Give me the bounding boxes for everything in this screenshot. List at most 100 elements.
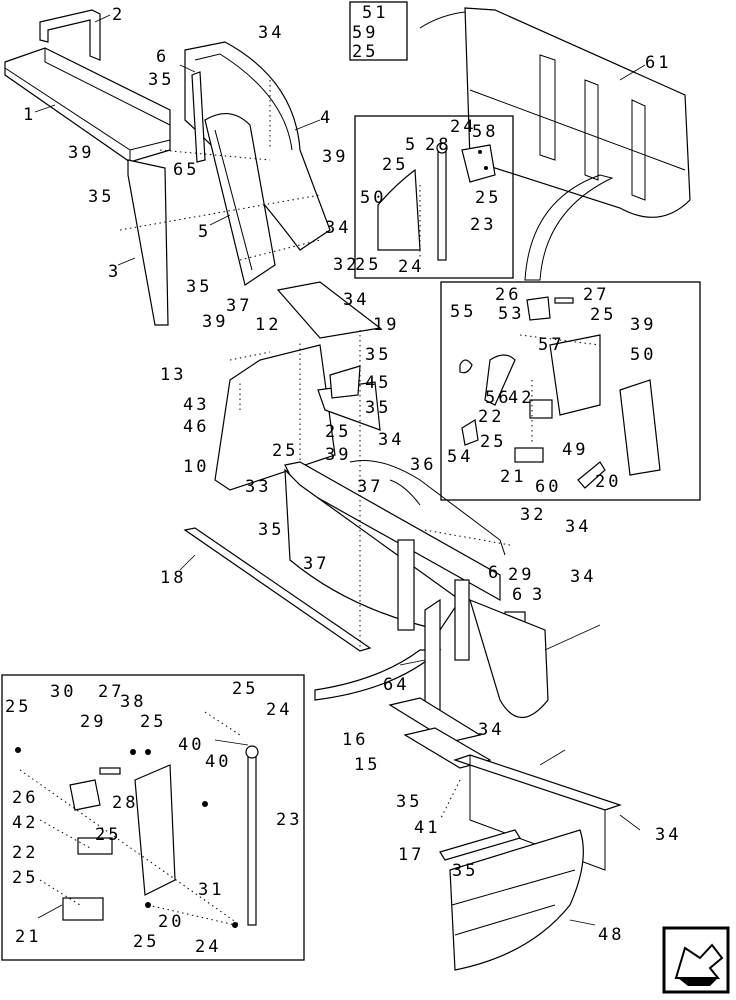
callout-34: 34 <box>258 23 284 43</box>
callout-25l: 25 <box>95 825 121 845</box>
callout-51: 51 <box>362 3 388 23</box>
callout-22b: 22 <box>12 843 38 863</box>
callout-59: 59 <box>352 23 378 43</box>
callout-12: 12 <box>255 315 281 335</box>
callout-25i: 25 <box>232 679 258 699</box>
callout-21b: 21 <box>15 927 41 947</box>
callout-15: 15 <box>354 755 380 775</box>
part-10-mount-plate <box>214 281 382 491</box>
callout-37c: 37 <box>303 554 329 574</box>
callout-6c: 6 <box>512 585 525 605</box>
callout-39e: 39 <box>630 315 656 335</box>
inset-box-cylinder <box>354 115 514 279</box>
part-17-bar <box>439 829 521 861</box>
callout-23b: 23 <box>276 810 302 830</box>
part-3-side-panel <box>127 159 169 326</box>
callout-54: 54 <box>447 447 473 467</box>
callout-39: 39 <box>68 143 94 163</box>
part-5-plate <box>204 113 276 286</box>
callout-19: 19 <box>373 315 399 335</box>
part-18-long-bar <box>183 527 372 652</box>
callout-50: 50 <box>360 188 386 208</box>
callout-37: 37 <box>226 296 252 316</box>
callout-24c: 24 <box>266 700 292 720</box>
callout-45: 45 <box>365 373 391 393</box>
part-1-shield-panel <box>4 47 171 163</box>
callout-43: 43 <box>183 395 209 415</box>
callout-25c: 25 <box>352 42 378 62</box>
callout-13: 13 <box>160 365 186 385</box>
callout-22: 22 <box>478 407 504 427</box>
callout-56: 56 <box>485 388 511 408</box>
inset-box-latch <box>440 281 701 501</box>
callout-37b: 37 <box>357 477 383 497</box>
callout-17: 17 <box>398 845 424 865</box>
callout-65: 65 <box>173 160 199 180</box>
callout-41: 41 <box>414 818 440 838</box>
callout-39c: 39 <box>202 312 228 332</box>
part-65-strip <box>191 71 206 163</box>
callout-25b: 25 <box>272 441 298 461</box>
inset-detail-parts <box>15 745 259 928</box>
callout-34f: 34 <box>570 567 596 587</box>
callout-27: 27 <box>583 285 609 305</box>
callout-32b: 32 <box>520 505 546 525</box>
callout-40b: 40 <box>205 752 231 772</box>
callout-10: 10 <box>183 457 209 477</box>
callout-25g: 25 <box>590 305 616 325</box>
callout-28: 28 <box>425 135 451 155</box>
callout-25n: 25 <box>133 932 159 952</box>
inset-latch-parts <box>459 296 661 489</box>
callout-5: 5 <box>198 222 211 242</box>
callout-32: 32 <box>333 255 359 275</box>
callout-1: 1 <box>23 105 36 125</box>
callout-27b: 27 <box>98 682 124 702</box>
callout-46: 46 <box>183 417 209 437</box>
leader-lines <box>34 14 646 926</box>
callout-25: 25 <box>325 422 351 442</box>
callout-34h: 34 <box>655 825 681 845</box>
callout-35c: 35 <box>186 277 212 297</box>
callout-25d: 25 <box>382 155 408 175</box>
part-64-curved-strip <box>314 598 442 721</box>
next-page-arrow-icon[interactable] <box>662 926 730 994</box>
callout-34b: 34 <box>325 218 351 238</box>
callout-29b: 29 <box>80 712 106 732</box>
callout-39b: 39 <box>322 147 348 167</box>
callout-25k: 25 <box>140 712 166 732</box>
callout-64: 64 <box>383 675 409 695</box>
callout-6: 6 <box>156 47 169 67</box>
inset-cylinder-parts <box>377 142 496 261</box>
callout-18: 18 <box>160 568 186 588</box>
part-2-bracket <box>39 9 101 61</box>
callout-34d: 34 <box>378 430 404 450</box>
callout-2: 2 <box>112 5 125 25</box>
callout-61: 61 <box>645 53 671 73</box>
inset-box-latch-detail <box>1 674 305 961</box>
callout-38: 38 <box>120 692 146 712</box>
main-frame-assembly <box>284 459 549 718</box>
callout-21: 21 <box>500 467 526 487</box>
callout-42b: 42 <box>12 813 38 833</box>
callout-25e: 25 <box>475 188 501 208</box>
part-48-bottom-panel <box>449 829 584 971</box>
callout-26: 26 <box>495 285 521 305</box>
callout-60: 60 <box>535 477 561 497</box>
callout-57: 57 <box>538 335 564 355</box>
callout-40: 40 <box>178 735 204 755</box>
callout-34e: 34 <box>565 517 591 537</box>
callout-3: 3 <box>108 262 121 282</box>
callout-34c: 34 <box>343 290 369 310</box>
callout-33: 33 <box>245 477 271 497</box>
callout-35d: 35 <box>365 345 391 365</box>
callout-36: 36 <box>410 455 436 475</box>
callout-35f: 35 <box>258 520 284 540</box>
callout-31: 31 <box>198 880 224 900</box>
callout-24d: 24 <box>195 937 221 957</box>
callout-16: 16 <box>342 730 368 750</box>
callout-58: 58 <box>472 122 498 142</box>
callout-42: 42 <box>508 388 534 408</box>
callout-39d: 39 <box>325 445 351 465</box>
inset-box-hardware <box>349 1 408 61</box>
